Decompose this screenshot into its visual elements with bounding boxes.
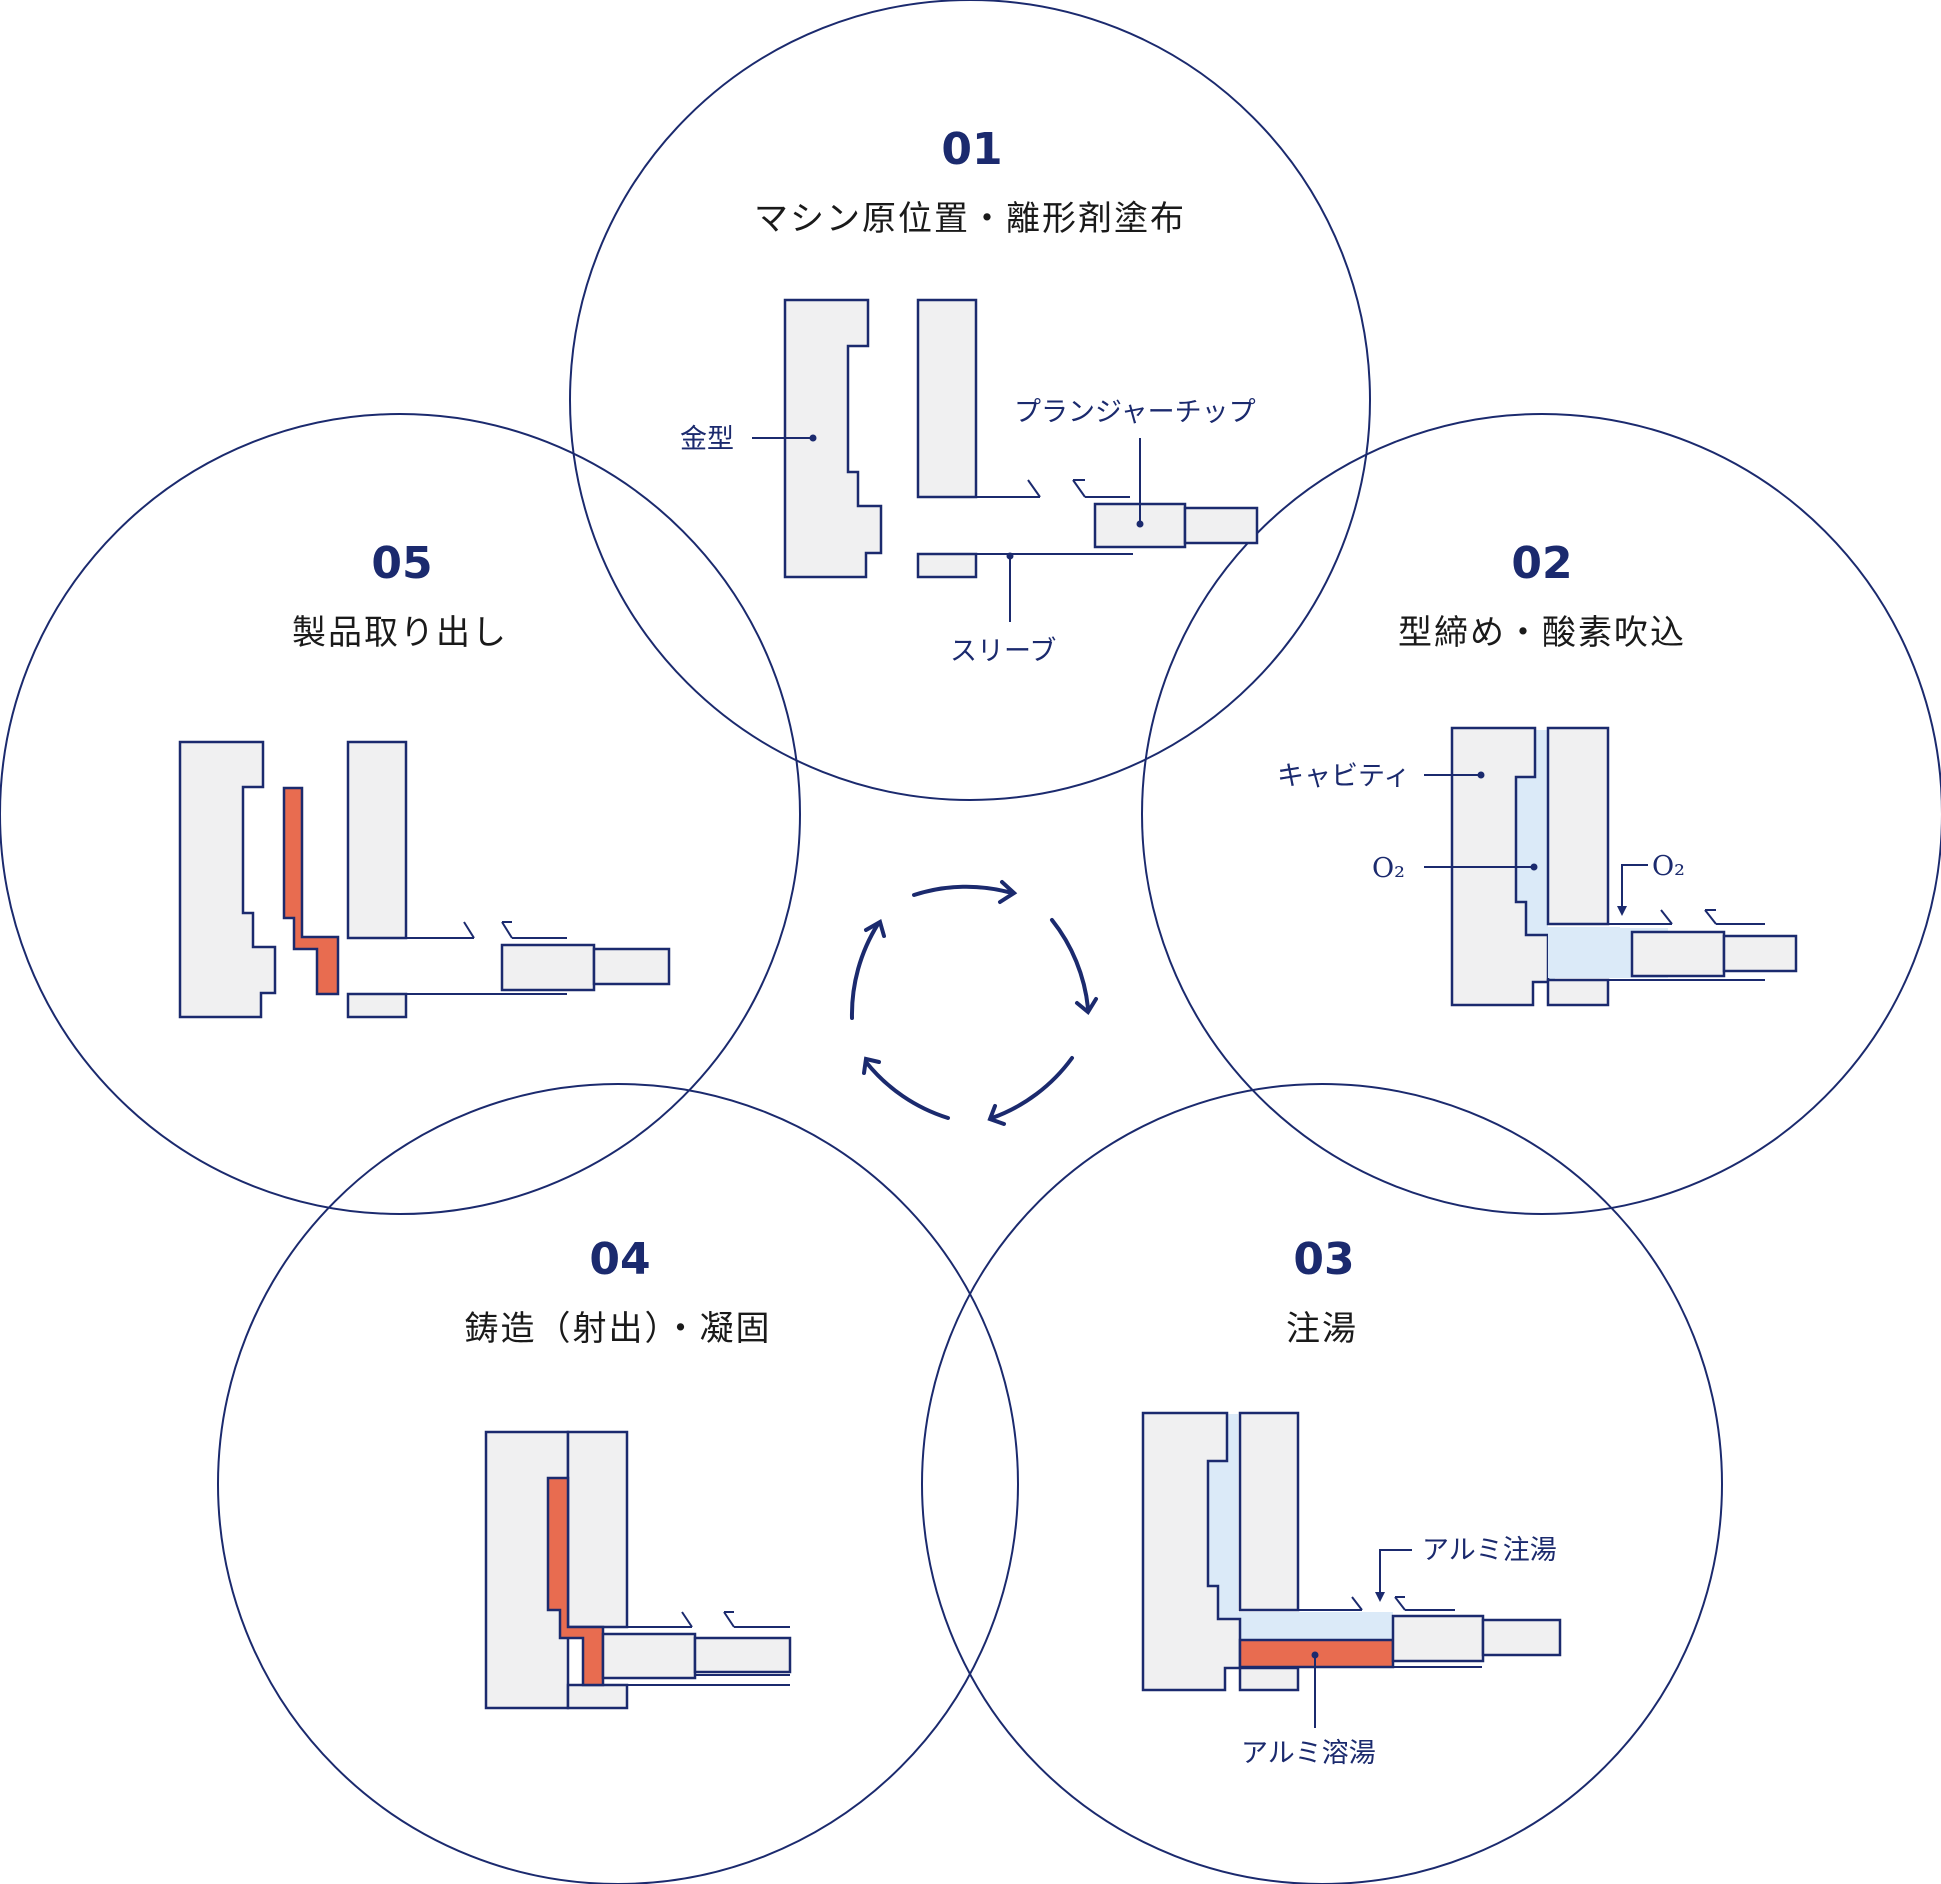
step-02-title: 型締め・酸素吹込 — [1398, 613, 1686, 653]
step-05-circle — [0, 413, 801, 1215]
sleeve-bottom-block — [1238, 1666, 1300, 1692]
step-02-number: 02 — [1511, 538, 1572, 589]
mold-right-half — [1238, 1411, 1300, 1612]
sleeve-bottom-block — [1546, 978, 1610, 1007]
mold-right-half — [916, 298, 978, 499]
plunger-rod — [1481, 1618, 1562, 1657]
mold-right-half — [346, 740, 408, 940]
cycle-arrows-icon — [849, 880, 1098, 1126]
step-03-number: 03 — [1293, 1234, 1354, 1285]
cavity-air — [1208, 1414, 1300, 1664]
label-plunger-tip: プランジャーチップ — [1014, 397, 1256, 428]
step-02-figure: キャビティ O₂ O₂ — [1277, 726, 1798, 1007]
step-02-circle — [1141, 413, 1941, 1215]
mold-left-half — [783, 298, 883, 579]
mold-left-half — [1141, 1411, 1242, 1692]
step-01-figure: 金型 プランジャーチップ スリーブ — [680, 298, 1259, 667]
plunger-tip — [601, 1632, 697, 1680]
label-cavity: キャビティ — [1277, 761, 1410, 792]
plunger-rod — [1722, 934, 1798, 973]
label-o2-left: O₂ — [1372, 853, 1405, 884]
mold-right-half — [1546, 726, 1610, 926]
sleeve-bottom-block — [346, 992, 408, 1019]
step-03-figure: アルミ注湯 アルミ溶湯 — [1141, 1411, 1562, 1769]
sleeve-bottom-block — [916, 552, 978, 579]
plunger-tip — [500, 943, 596, 992]
step-01-title: マシン原位置・離形剤塗布 — [754, 199, 1186, 239]
plunger-tip — [1630, 930, 1726, 978]
step-01-circle — [569, 0, 1371, 801]
cavity-air — [1516, 730, 1610, 980]
sleeve-bottom-block — [566, 1683, 629, 1710]
mold-right-half — [566, 1430, 629, 1629]
step-05-number: 05 — [371, 538, 432, 589]
label-o2-right: O₂ — [1652, 851, 1685, 882]
plunger-rod — [1183, 506, 1259, 545]
step-04-circle — [217, 1083, 1019, 1884]
step-05-title: 製品取り出し — [292, 613, 508, 653]
step-04-title: 鋳造（射出）・凝固 — [465, 1309, 772, 1349]
step-05-figure — [178, 740, 671, 1019]
step-01-number: 01 — [941, 124, 1002, 175]
plunger-rod — [693, 1636, 792, 1674]
step-04-number: 04 — [589, 1234, 650, 1285]
label-mold: 金型 — [680, 424, 734, 455]
plunger-rod — [592, 947, 671, 986]
step-03-circle — [921, 1083, 1723, 1884]
label-sleeve: スリーブ — [950, 636, 1056, 667]
step-04-figure — [484, 1430, 792, 1710]
step-03-title: 注湯 — [1286, 1309, 1358, 1349]
plunger-tip — [1391, 1614, 1485, 1663]
label-molten-aluminum: アルミ溶湯 — [1241, 1738, 1376, 1769]
ejected-cast-part — [282, 786, 340, 996]
mold-left-half — [178, 740, 277, 1019]
label-aluminum-pour: アルミ注湯 — [1422, 1535, 1557, 1566]
